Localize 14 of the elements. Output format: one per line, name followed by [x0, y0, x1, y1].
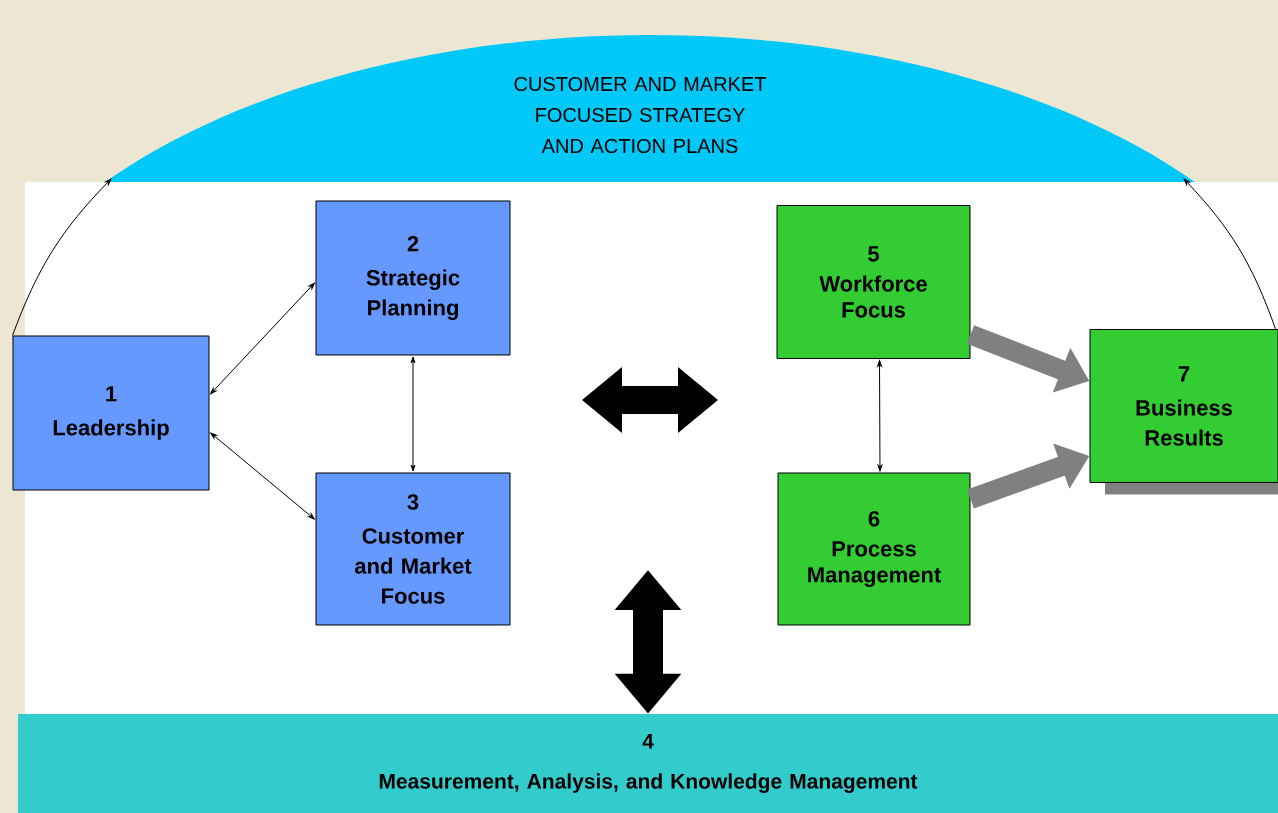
dome: CUSTOMER AND MARKET FOCUSED STRATEGY AND ACTION PLANS	[105, 35, 1195, 182]
category-box: 3 Customer and Market Focus	[315, 472, 511, 626]
category-box: 7 Business Results	[1089, 329, 1278, 495]
category-box: 2 Strategic Planning	[315, 200, 511, 356]
arrow	[877, 360, 883, 472]
category-box: 6 Process Management	[777, 472, 971, 626]
category-box: 1 Leadership	[12, 335, 210, 491]
arrow	[1183, 178, 1276, 330]
arrow	[410, 356, 416, 472]
category-box: 5 Workforce Focus	[776, 205, 971, 359]
arrow	[210, 432, 315, 520]
arrow	[210, 282, 315, 395]
category-band: 4 Measurement, Analysis, and Knowledge Management	[18, 714, 1278, 813]
arrow	[12, 178, 112, 336]
